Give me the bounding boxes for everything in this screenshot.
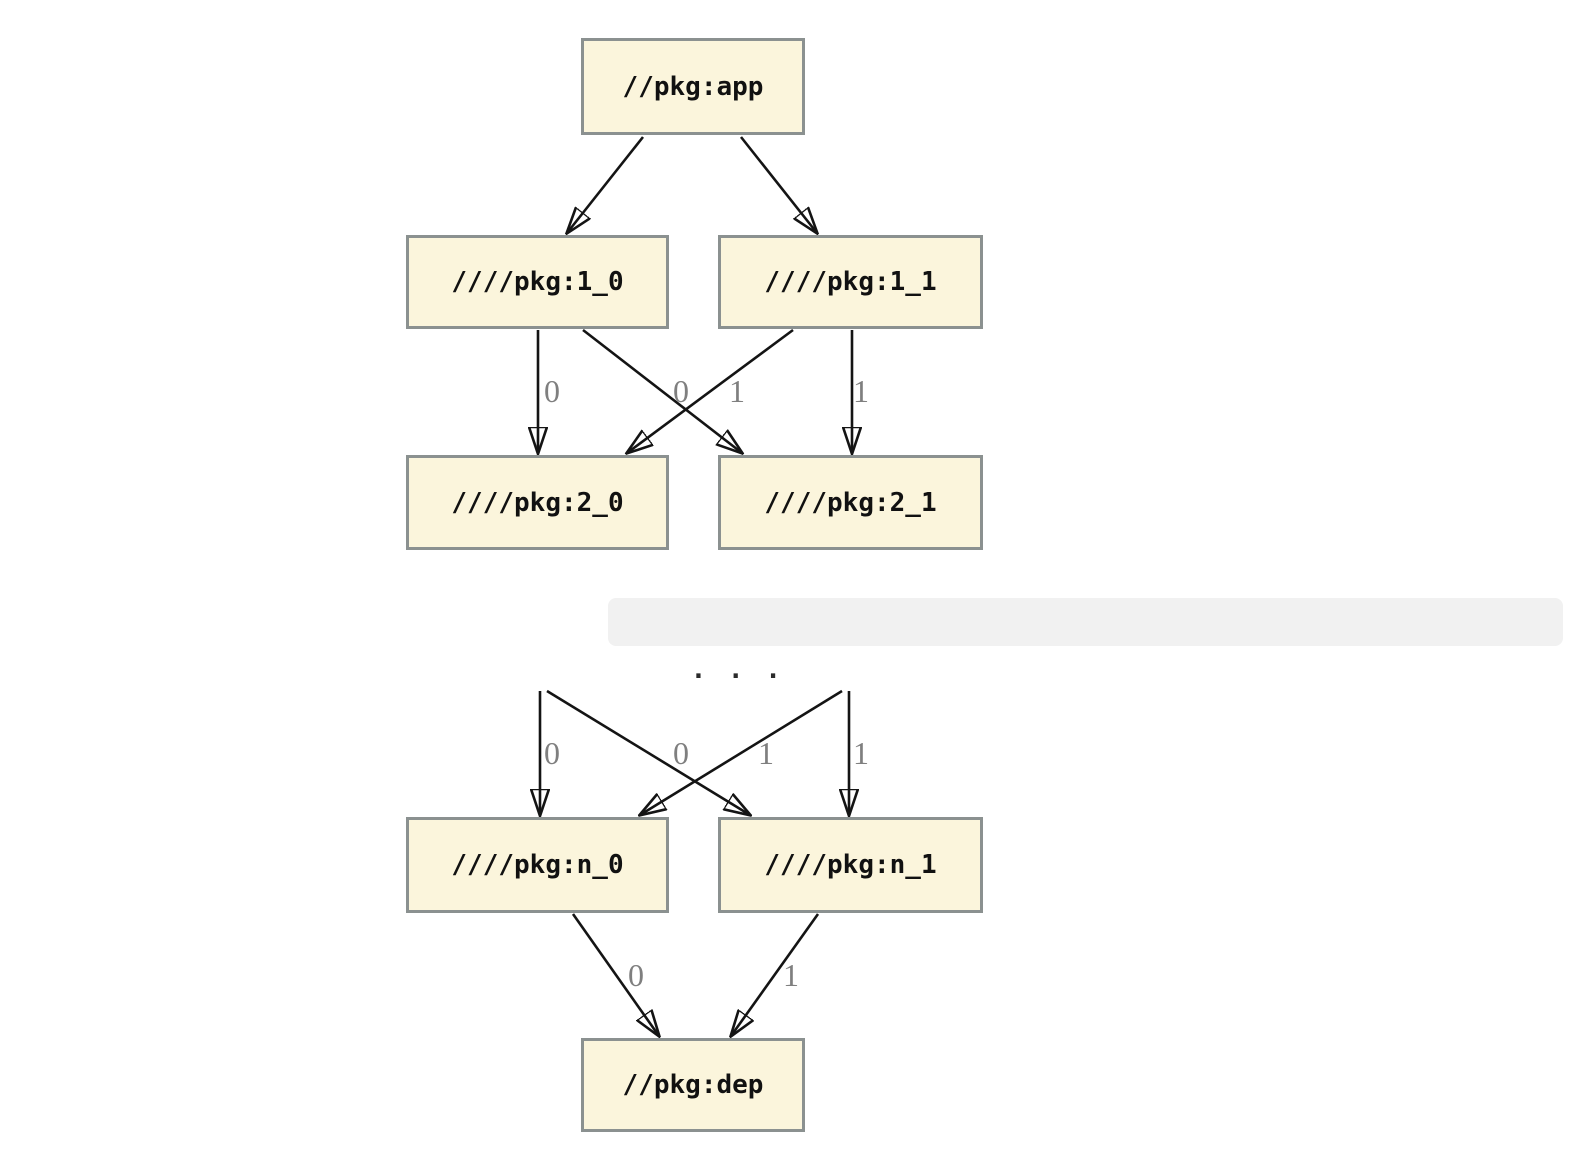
edge-elided-1-to-n-0 (640, 689, 843, 815)
node-pkg-n-0-label: ////pkg:n_0 (451, 850, 624, 880)
edge-app-to-1-1 (739, 136, 817, 233)
elided-ranks-band: . . . (608, 598, 1563, 685)
edge-label-n-1-to-dep: 1 (783, 957, 799, 993)
node-pkg-n-0: ////pkg:n_0 (406, 817, 669, 913)
node-pkg-2-0: ////pkg:2_0 (406, 455, 669, 550)
node-pkg-app: //pkg:app (581, 38, 805, 135)
node-pkg-2-0-label: ////pkg:2_0 (451, 487, 624, 518)
edge-label-1-0-to-2-1: 0 (673, 373, 689, 409)
node-pkg-1-0: ////pkg:1_0 (406, 235, 669, 329)
ellipsis-label: . . . (690, 655, 784, 685)
edge-app-to-1-0 (567, 136, 645, 233)
edge-label-n-0-to-dep: 0 (628, 957, 644, 993)
node-pkg-1-1: ////pkg:1_1 (718, 235, 983, 329)
node-pkg-dep: //pkg:dep (581, 1038, 805, 1132)
edge-label-elided-1-to-n-0: 1 (758, 735, 774, 771)
edge-n-0-to-dep (571, 913, 659, 1036)
node-pkg-1-1-label: ////pkg:1_1 (764, 267, 937, 297)
edge-n-1-to-dep (731, 913, 820, 1036)
node-pkg-2-1: ////pkg:2_1 (718, 455, 983, 550)
edge-1-1-to-2-0 (627, 328, 794, 453)
node-pkg-app-label: //pkg:app (622, 71, 764, 102)
edge-label-elided-1-to-n-1: 1 (853, 735, 869, 771)
edge-label-elided-0-to-n-1: 0 (673, 735, 689, 771)
node-pkg-dep-label: //pkg:dep (622, 1070, 764, 1100)
node-pkg-n-1: ////pkg:n_1 (718, 817, 983, 913)
node-pkg-1-0-label: ////pkg:1_0 (451, 267, 624, 297)
edge-label-elided-0-to-n-0: 0 (544, 735, 560, 771)
edge-label-1-1-to-2-0: 1 (729, 373, 745, 409)
node-pkg-n-1-label: ////pkg:n_1 (764, 850, 937, 880)
edge-1-0-to-2-1 (582, 328, 742, 453)
node-pkg-2-1-label: ////pkg:2_1 (764, 487, 937, 518)
edge-label-1-0-to-2-0: 0 (544, 373, 560, 409)
edge-label-1-1-to-2-1: 1 (853, 373, 869, 409)
